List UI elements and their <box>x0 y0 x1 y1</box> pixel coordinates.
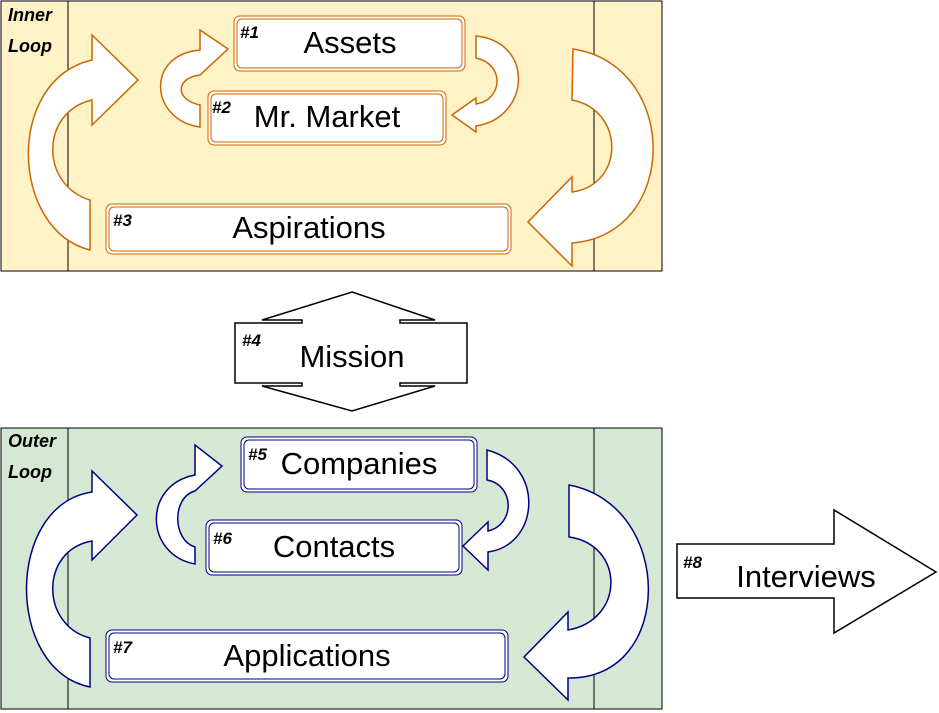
aspirations-number: #3 <box>113 211 132 230</box>
mr-market-box[interactable]: #2 Mr. Market <box>207 90 447 146</box>
mission-double-arrow-icon <box>234 291 468 412</box>
inner-small-right-arrow-icon <box>450 35 520 134</box>
outer-big-left-arrow-icon <box>25 469 139 688</box>
outer-loop-panel: Outer Loop #5 Companies #6 Contacts #7 A… <box>0 427 663 710</box>
inner-loop-label-line1: Inner <box>8 5 53 25</box>
inner-big-left-arrow-icon <box>27 33 140 251</box>
inner-loop-label-line2: Loop <box>8 36 52 56</box>
outer-small-right-arrow-icon <box>461 449 530 572</box>
outer-loop-label-line2: Loop <box>8 462 52 482</box>
aspirations-label: Aspirations <box>232 210 385 245</box>
inner-big-right-arrow-icon <box>526 48 654 268</box>
contacts-label: Contacts <box>273 529 395 564</box>
outer-big-right-arrow-icon <box>522 484 650 702</box>
mr-market-label: Mr. Market <box>254 99 401 134</box>
mission-label: Mission <box>299 339 404 374</box>
companies-box[interactable]: #5 Companies <box>240 436 478 493</box>
assets-label: Assets <box>303 25 396 60</box>
applications-number: #7 <box>113 638 133 657</box>
aspirations-box[interactable]: #3 Aspirations <box>105 203 512 255</box>
mr-market-number: #2 <box>212 98 231 117</box>
outer-small-left-arrow-icon <box>155 443 224 565</box>
interviews-number: #8 <box>683 553 702 572</box>
interviews-arrow[interactable]: #8 Interviews <box>676 508 938 635</box>
companies-label: Companies <box>281 446 438 481</box>
companies-number: #5 <box>248 445 267 464</box>
assets-box[interactable]: #1 Assets <box>233 15 466 72</box>
applications-box[interactable]: #7 Applications <box>105 629 509 683</box>
contacts-box[interactable]: #6 Contacts <box>205 519 463 576</box>
mission-number: #4 <box>242 331 261 350</box>
outer-loop-label-line1: Outer <box>8 431 57 451</box>
inner-small-left-arrow-icon <box>159 28 230 128</box>
right-arrow-icon <box>676 508 938 635</box>
assets-number: #1 <box>240 23 259 42</box>
interviews-label: Interviews <box>736 559 876 594</box>
mission-shape[interactable]: #4 Mission <box>234 291 468 412</box>
applications-label: Applications <box>223 638 390 673</box>
contacts-number: #6 <box>213 529 232 548</box>
inner-loop-panel: Inner Loop #1 Assets #2 Mr. Market #3 As… <box>0 0 663 272</box>
